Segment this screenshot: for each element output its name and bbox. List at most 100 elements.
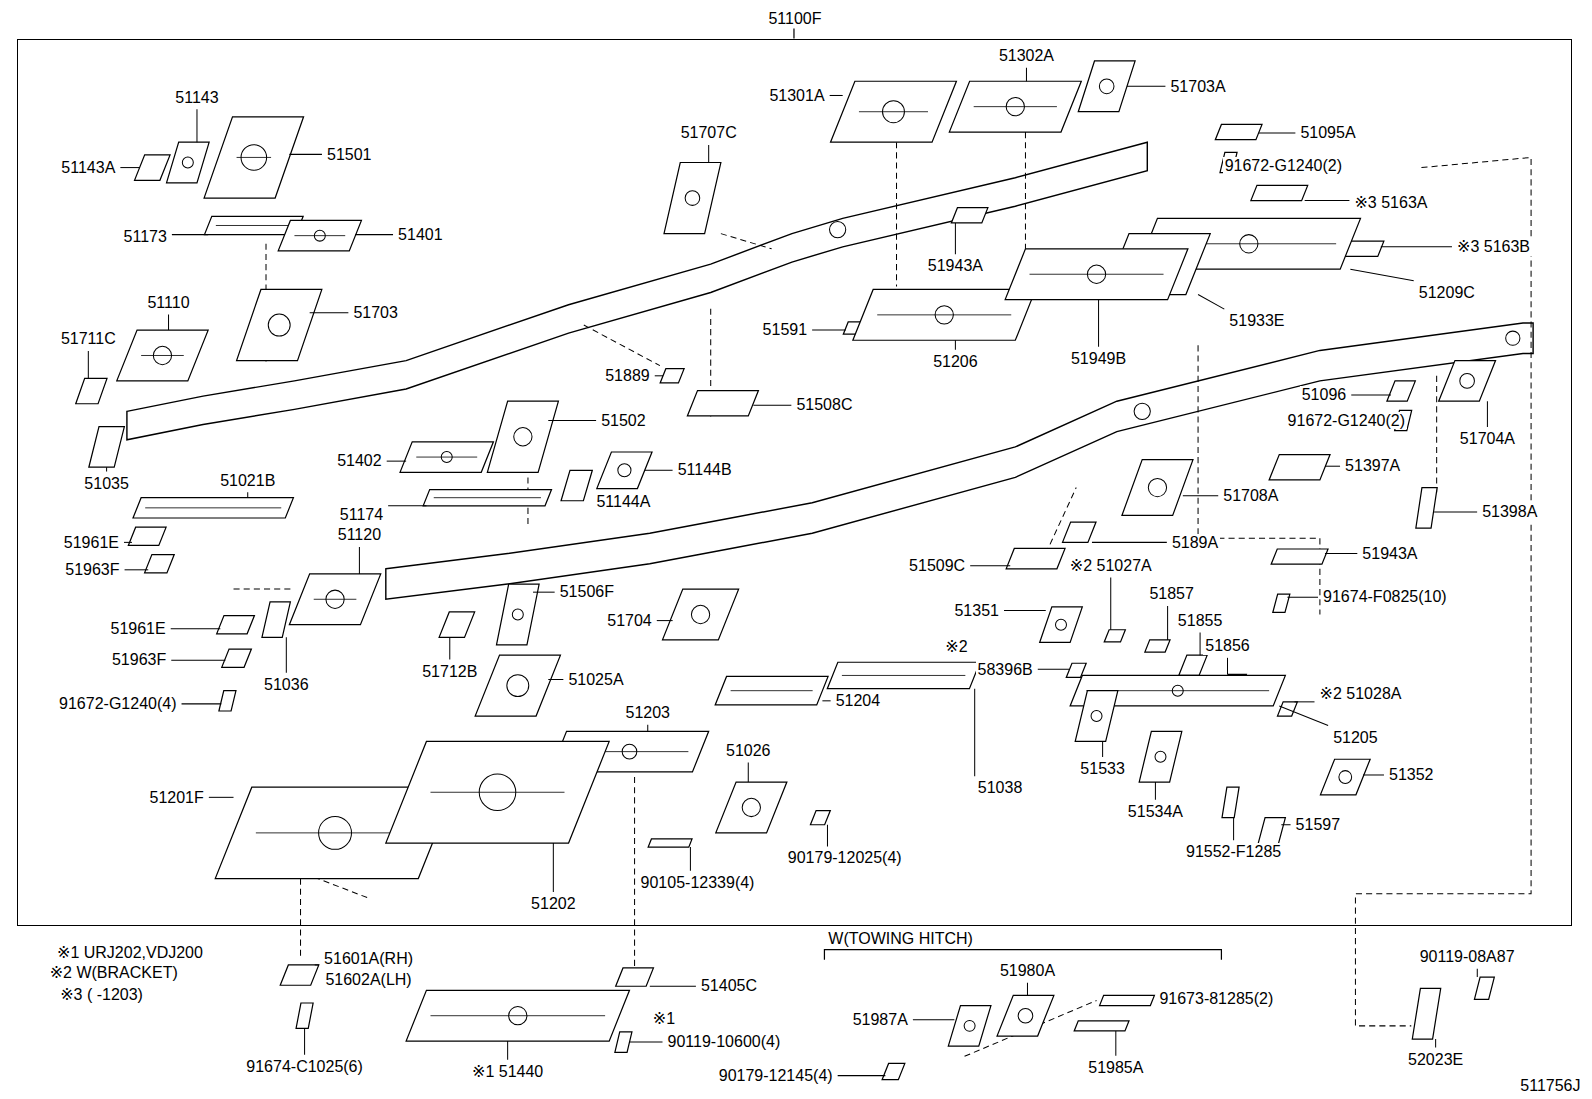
callout-label: 51021B	[218, 472, 277, 490]
frame-rail	[127, 142, 1147, 440]
part-sketch	[1222, 787, 1239, 817]
part-sketch	[616, 968, 654, 986]
leader-line	[1325, 466, 1340, 467]
callout-label: 51963F	[63, 561, 121, 579]
callout-label: ※2 W(BRACKET)	[48, 964, 180, 982]
callout-label: 51209C	[1417, 284, 1477, 302]
leader-line	[913, 1019, 954, 1020]
callout-label: 51591	[761, 321, 810, 339]
callout-label: 51711C	[59, 330, 118, 348]
callout-label: 90179-12145(4)	[717, 1067, 835, 1085]
callout-label: 51204	[834, 692, 883, 710]
part-sketch	[951, 208, 988, 223]
callout-label: 91672-G1240(2)	[1223, 157, 1344, 175]
callout-label: 51025A	[566, 671, 625, 689]
leader-line	[304, 1028, 305, 1054]
part-sketch	[1271, 549, 1328, 564]
frame-rail	[386, 323, 1533, 599]
part-sketch	[561, 470, 592, 500]
part-sketch	[89, 427, 125, 468]
part-hole	[964, 1020, 975, 1031]
callout-label: 91674-F0825(10)	[1321, 588, 1449, 606]
leader-line	[1038, 669, 1069, 670]
leader-line	[171, 628, 221, 629]
callout-label: W(TOWING HITCH)	[826, 930, 975, 948]
part-edge	[974, 106, 1057, 107]
leader-line	[168, 315, 169, 331]
callout-label: ※2 51027A	[1068, 557, 1154, 575]
part-edge	[731, 690, 813, 691]
part-hole	[1056, 619, 1067, 630]
part-sketch	[487, 401, 558, 472]
part-sketch	[237, 289, 322, 360]
callout-label: 51405C	[699, 977, 759, 995]
part-sketch	[296, 1003, 313, 1028]
part-hole	[1091, 711, 1102, 722]
callout-label: 51889	[603, 367, 652, 385]
leader-line	[838, 1075, 886, 1076]
part-edge	[842, 675, 965, 676]
leader-line	[449, 637, 450, 659]
callout-label: 51985A	[1086, 1059, 1145, 1077]
part-sketch	[76, 378, 107, 403]
callout-label: 51704A	[1458, 430, 1517, 448]
leader-line	[645, 470, 673, 471]
part-edge	[859, 111, 928, 112]
callout-label: 51712B	[420, 663, 479, 681]
callout-label: 51202	[529, 895, 578, 913]
callout-label: 51205	[1331, 729, 1380, 747]
part-sketch	[1387, 381, 1415, 401]
part-sketch	[715, 676, 828, 704]
leader-line	[748, 762, 749, 782]
leader-line	[753, 405, 791, 406]
callout-label: 51203	[624, 704, 673, 722]
part-edge	[1030, 274, 1164, 275]
callout-label: 51943A	[1360, 545, 1419, 563]
part-hole	[1018, 1008, 1033, 1023]
callout-label: 51963F	[110, 651, 168, 669]
part-edge	[434, 497, 541, 498]
callout-label: 91672-G1240(2)	[1286, 412, 1407, 430]
callout-label: 51144B	[676, 461, 734, 479]
rail-hole	[830, 221, 846, 237]
leader-line	[1027, 983, 1028, 996]
callout-label: 51533	[1078, 760, 1127, 778]
dashed-guide	[234, 132, 1532, 1056]
part-sketch	[423, 490, 551, 506]
part-sketch	[716, 782, 787, 833]
part-sketch	[128, 527, 166, 545]
leader-line	[1198, 295, 1224, 310]
callout-label: ※1 51440	[470, 1063, 545, 1081]
leader-line	[171, 660, 225, 661]
part-sketch	[1251, 185, 1308, 200]
callout-label: ※2	[943, 638, 969, 656]
part-edge	[416, 457, 477, 458]
part-sketch	[664, 163, 721, 234]
part-sketch	[439, 612, 475, 637]
leader-line	[1155, 782, 1156, 800]
callout-label: 51302A	[997, 47, 1056, 65]
part-sketch	[1040, 607, 1083, 643]
part-sketch	[1005, 249, 1188, 300]
leader-line	[1435, 1039, 1436, 1047]
part-sketch	[1416, 488, 1437, 529]
callout-label: 511756J	[1518, 1077, 1582, 1095]
leader-line	[629, 1042, 662, 1043]
part-sketch	[1075, 691, 1118, 742]
callout-label: 51857	[1147, 585, 1196, 603]
leader-line	[196, 109, 197, 142]
leader-line	[708, 145, 709, 163]
leader-line	[974, 689, 975, 777]
part-sketch	[997, 995, 1054, 1036]
callout-label: 51026	[724, 742, 773, 760]
callout-label: 51401	[396, 226, 445, 244]
leader-line	[822, 700, 830, 701]
leader-line	[120, 167, 139, 168]
callout-label: 51601A(RH)	[322, 950, 415, 968]
callout-label: 51096	[1300, 386, 1349, 404]
leader-line	[106, 467, 107, 471]
part-edge	[237, 157, 272, 158]
leader-line	[657, 620, 673, 621]
leader-line	[286, 637, 287, 672]
